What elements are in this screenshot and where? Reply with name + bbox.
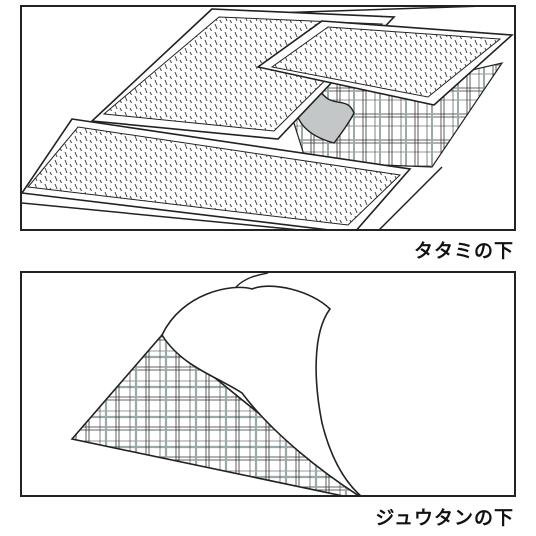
tatami-illustration-panel (20, 5, 516, 231)
lifted-carpet-flap (161, 285, 361, 495)
tatami-mat (22, 118, 412, 229)
carpet-illustration (70, 273, 361, 495)
caption-under-tatami: タタミの下 (413, 240, 514, 262)
carpet-illustration-panel (20, 271, 516, 497)
tatami-mat-lifted (256, 20, 514, 106)
tatami-illustration (22, 7, 514, 229)
caption-under-carpet: ジュウタンの下 (375, 507, 514, 529)
